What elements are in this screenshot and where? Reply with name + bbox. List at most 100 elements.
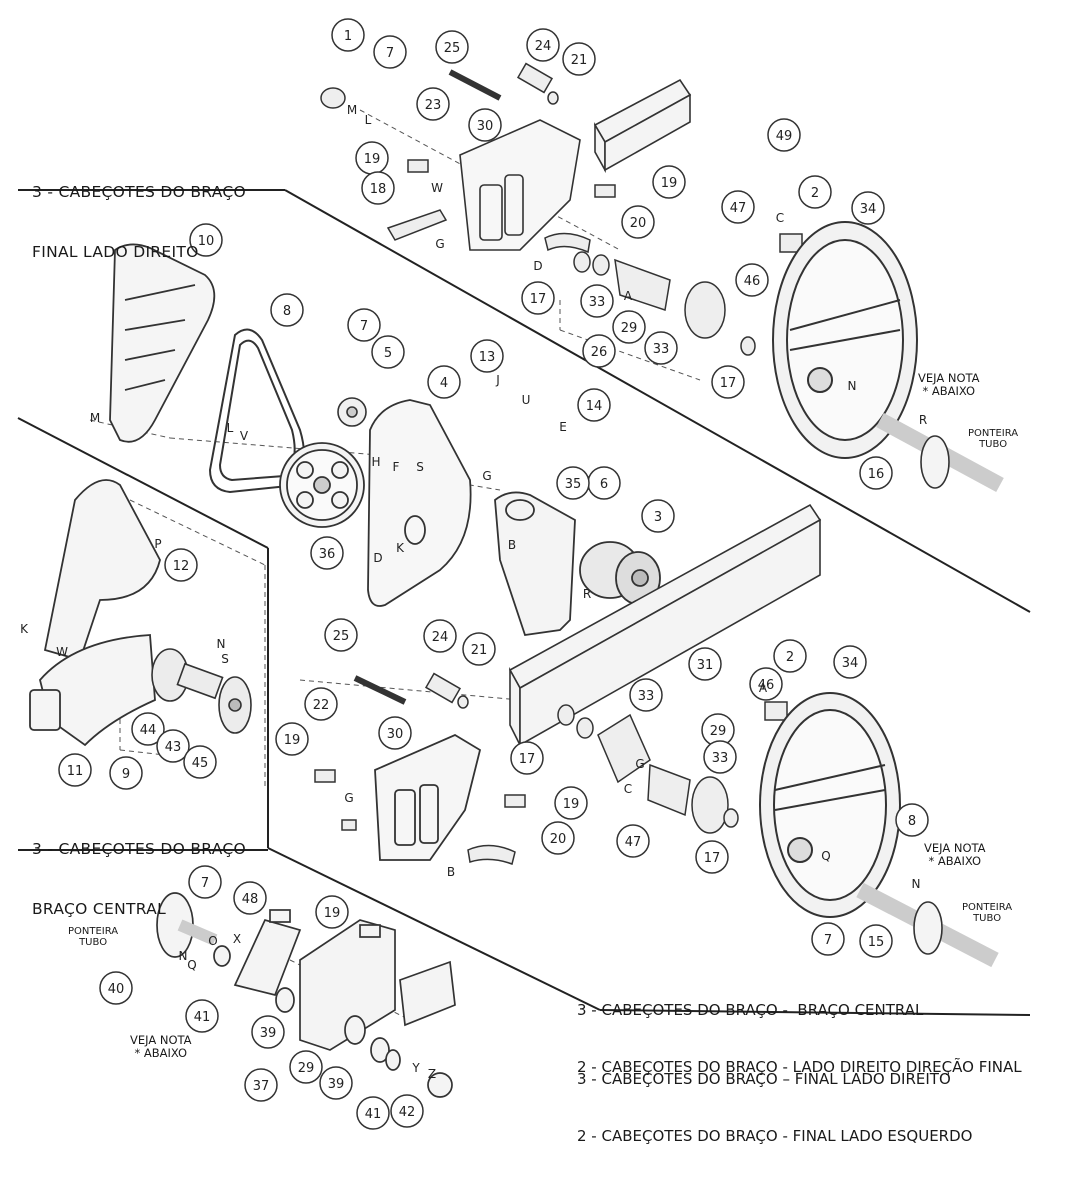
part-callout: 8 (270, 293, 304, 327)
part-callout: 14 (577, 388, 611, 422)
callout-circle (390, 1094, 424, 1128)
letter-label: N (179, 949, 188, 963)
part-callout: 47 (616, 824, 650, 858)
letter-label: E (559, 420, 567, 434)
letter-label: S (221, 652, 229, 666)
ponteira-central-line2: TUBO (973, 913, 1002, 924)
part-number: 30 (387, 727, 404, 742)
callout-circle (580, 284, 614, 318)
letter-label: W (431, 181, 443, 195)
part-callout: 19 (315, 895, 349, 929)
letter-label: R (583, 587, 591, 601)
part-number: 7 (386, 46, 394, 61)
letter-label: B (447, 865, 455, 879)
callout-circle (185, 999, 219, 1033)
part-number: 18 (370, 182, 387, 197)
part-number: 6 (600, 477, 608, 492)
callout-circle (99, 971, 133, 1005)
part-number: 26 (591, 345, 608, 360)
letter-label: L (227, 421, 234, 435)
part-number: 49 (776, 129, 793, 144)
part-number: 42 (399, 1105, 416, 1120)
arm-tube-middle (508, 503, 822, 747)
callout-circle (735, 263, 769, 297)
section-central-line1: 3 - CABEÇOTES DO BRAÇO (32, 840, 247, 858)
callout-circle (851, 191, 885, 225)
part-number: 19 (661, 176, 678, 191)
callout-circle (435, 30, 469, 64)
part-number: 43 (165, 740, 182, 755)
callout-circle (811, 922, 845, 956)
part-number: 15 (868, 935, 885, 950)
part-number: 19 (563, 797, 580, 812)
callout-circle (577, 388, 611, 422)
letter-label: C (624, 782, 632, 796)
letter-label: M (90, 411, 100, 425)
part-number: 17 (704, 851, 721, 866)
part-callout: 7 (373, 35, 407, 69)
callout-circle (833, 645, 867, 679)
callout-circle (251, 1015, 285, 1049)
callout-circle (109, 756, 143, 790)
part-number: 37 (253, 1079, 270, 1094)
part-callout: 34 (851, 191, 885, 225)
callout-circle (304, 687, 338, 721)
part-number: 25 (333, 629, 350, 644)
letter-label: O (208, 934, 217, 948)
part-number: 33 (638, 689, 655, 704)
callout-circle (510, 741, 544, 775)
letter-label: Q (821, 849, 830, 863)
part-number: 29 (710, 724, 727, 739)
part-callout: 3 (641, 499, 675, 533)
callout-circle (462, 632, 496, 666)
part-callout: 29 (701, 713, 735, 747)
part-callout: 39 (319, 1066, 353, 1100)
letter-label: W (56, 645, 68, 659)
part-callout: 25 (435, 30, 469, 64)
letter-label: N (912, 877, 921, 891)
callout-circle (688, 647, 722, 681)
letter-label: S (416, 460, 424, 474)
part-callout: 30 (378, 716, 412, 750)
bracket-30-top (459, 119, 581, 251)
part-callout: 19 (275, 722, 309, 756)
letter-label: K (396, 541, 405, 555)
callout-circle (275, 722, 309, 756)
part-callout: 18 (361, 171, 395, 205)
ponteira-central: PONTEIRA TUBO (962, 902, 1012, 924)
part-callout: 47 (721, 190, 755, 224)
part-number: 16 (868, 467, 885, 482)
part-number: 10 (198, 234, 215, 249)
part-number: 17 (530, 292, 547, 307)
arm-tube-top (593, 78, 692, 174)
part-callout: 7 (811, 922, 845, 956)
ponteira-top-line2: TUBO (979, 439, 1008, 450)
part-number: 19 (364, 152, 381, 167)
part-callout: 17 (510, 741, 544, 775)
plate-4 (367, 399, 472, 607)
callout-circle (373, 35, 407, 69)
callout-circle (703, 740, 737, 774)
letter-label: H (371, 455, 380, 469)
section-lines (17, 189, 1031, 1016)
axle-15 (856, 882, 999, 968)
callout-circle (371, 335, 405, 369)
veja-nota-bottom-line2: * ABAIXO (134, 1046, 188, 1060)
part-callout: 30 (468, 108, 502, 142)
callout-circle (895, 803, 929, 837)
bottom-note-1: 3 - CABEÇOTES DO BRAÇO - BRAÇO CENTRAL (577, 1001, 924, 1019)
callout-circle (331, 18, 365, 52)
veja-nota-top: VEJA NOTA * ABAIXO (918, 372, 980, 398)
part-callout: 16 (859, 456, 893, 490)
callout-circle (131, 712, 165, 746)
callout-circle (582, 334, 616, 368)
part-callout: 33 (580, 284, 614, 318)
callout-circle (859, 456, 893, 490)
part-number: 11 (67, 764, 84, 779)
callout-circle (319, 1066, 353, 1100)
letter-label: V (240, 429, 249, 443)
top-small-parts (320, 62, 803, 356)
part-callout: 19 (554, 786, 588, 820)
part-callout: 24 (423, 619, 457, 653)
